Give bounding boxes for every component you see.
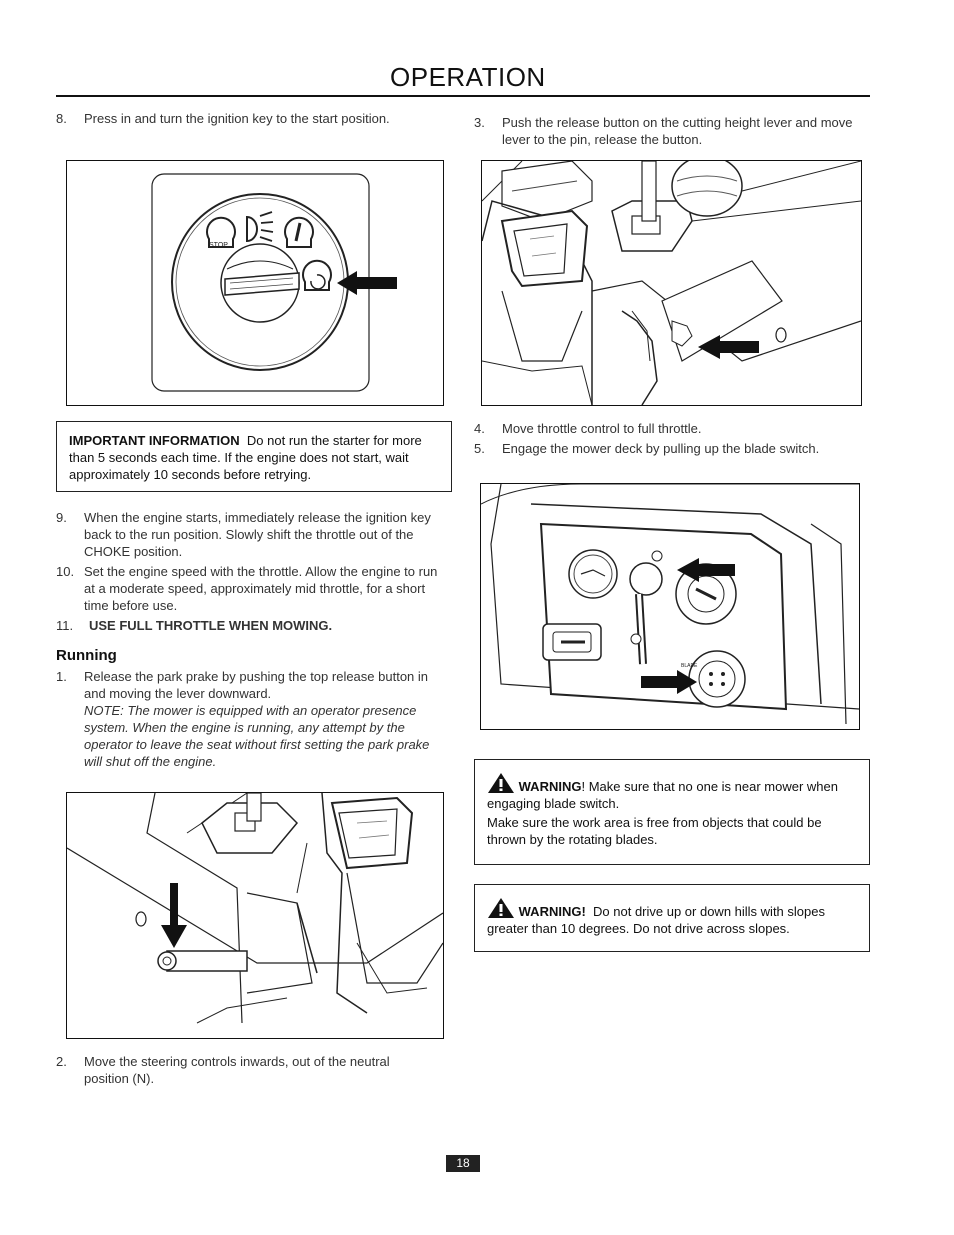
warning-label: WARNING [518,779,582,794]
run-icon [284,216,314,248]
step-text: Move throttle control to full throttle. [502,421,702,436]
important-text: Do not run the starter for more than 5 s… [69,433,422,482]
step-text: Press in and turn the ignition key to th… [84,111,390,126]
step-number: 2. [56,1054,67,1069]
arrow-icon [698,335,759,359]
warning-text-2: Make sure the work area is free from obj… [487,815,822,847]
page-title: OPERATION [390,62,546,92]
arrow-icon [641,670,697,694]
running-step-1: 1. Release the park prake by pushing the… [56,668,448,770]
important-information-box: IMPORTANT INFORMATION Do not run the sta… [56,421,452,492]
start-icon [302,259,332,291]
page-number: 18 [446,1155,480,1172]
step-number: 1. [56,669,67,684]
step-number: 8. [56,111,67,126]
important-label: IMPORTANT INFORMATION [69,433,240,448]
step-text: Engage the mower deck by pulling up the … [502,441,820,456]
warning-box-slopes: WARNING! Do not drive up or down hills w… [474,884,870,952]
arrow-icon [677,558,735,582]
warning-icon [488,898,514,918]
step-number: 10. [56,564,75,579]
stop-icon: STOP [206,216,236,249]
ignition-key-figure: STOP [66,160,444,406]
step-number: 3. [474,115,485,130]
step-number: 11. [56,618,74,633]
arrow-icon [337,271,397,295]
control-panel-figure: BLADE [480,483,860,730]
warning-label: WARNING! [518,904,586,919]
park-brake-figure [66,792,444,1039]
step-4: 4. Move throttle control to full throttl… [474,420,864,438]
step-text: When the engine starts, immediately rele… [84,510,431,559]
arrow-icon [161,883,187,948]
step-10: 10. Set the engine speed with the thrott… [56,563,446,615]
cutting-height-figure [481,160,862,406]
stop-label: STOP [209,242,228,249]
blade-label: BLADE [681,663,698,669]
note-text: NOTE: The mower is equipped with an oper… [84,703,430,769]
step-number: 5. [474,441,485,456]
warning-text: ! Make sure that no one is near mower wh… [487,779,838,811]
step-3: 3. Push the release button on the cuttin… [474,114,864,150]
step-text: USE FULL THROTTLE WHEN MOWING. [89,618,333,633]
step-8: 8. Press in and turn the ignition key to… [56,110,436,130]
step-number: 9. [56,510,67,525]
step-text: Release the park prake by pushing the to… [84,669,429,701]
headlight-icon [246,211,274,243]
warning-box-blade: WARNING! Make sure that no one is near m… [474,759,870,865]
step-text: Move the steering controls inwards, out … [84,1054,390,1086]
step-9: 9. When the engine starts, immediately r… [56,509,446,561]
step-11: 11. USE FULL THROTTLE WHEN MOWING. [56,617,446,635]
step-5: 5. Engage the mower deck by pulling up t… [474,440,864,458]
running-heading: Running [56,647,117,664]
step-number: 4. [474,421,485,436]
step-2: 2. Move the steering controls inwards, o… [56,1053,436,1089]
title-rule [56,95,870,97]
step-text: Push the release button on the cutting h… [502,115,853,147]
warning-text: Do not drive up or down hills with slope… [487,904,825,936]
warning-icon [488,773,514,793]
step-text: Set the engine speed with the throttle. … [84,564,438,613]
